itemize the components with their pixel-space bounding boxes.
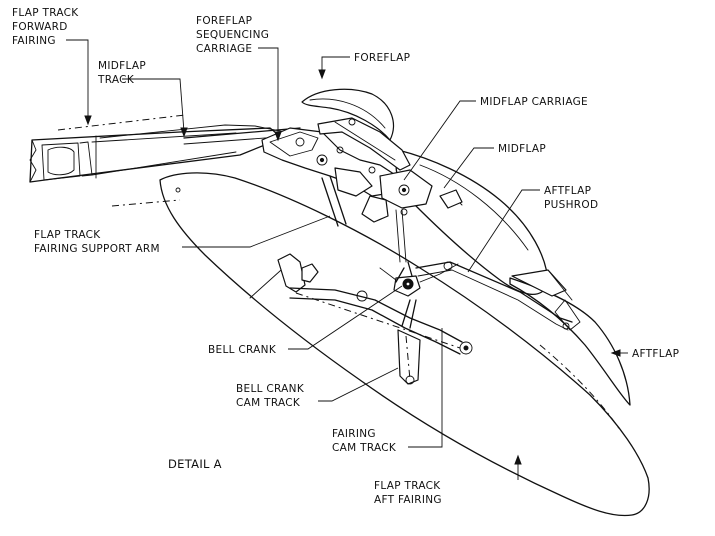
label-flap-track-forward-fairing: FLAP TRACK FORWARD FAIRING xyxy=(12,7,82,47)
label-fairing-cam-track: FAIRING CAM TRACK xyxy=(332,428,397,454)
forward-fairing-line xyxy=(99,124,286,139)
leader-lines xyxy=(66,39,628,480)
label-midflap: MIDFLAP xyxy=(498,143,546,155)
label-flap-track-aft-fairing: FLAP TRACK AFT FAIRING xyxy=(374,480,444,506)
wing-structure xyxy=(29,114,283,207)
bell-crank-assembly xyxy=(277,253,473,385)
aftflap-pushrod xyxy=(415,261,573,331)
label-bell-crank-cam-track: BELL CRANK CAM TRACK xyxy=(236,383,308,409)
label-aftflap: AFTFLAP xyxy=(632,348,679,360)
label-detail-a: DETAIL A xyxy=(168,457,222,471)
aftflap-shape xyxy=(509,269,631,406)
label-aftflap-pushrod: AFTFLAP PUSHROD xyxy=(544,185,598,211)
label-bell-crank: BELL CRANK xyxy=(208,344,277,356)
label-midflap-track: MIDFLAP TRACK xyxy=(97,60,150,86)
label-foreflap-sequencing-carriage: FOREFLAP SEQUENCING CARRIAGE xyxy=(196,15,273,55)
carriage-assembly xyxy=(261,117,463,223)
drawing xyxy=(29,88,650,517)
label-foreflap: FOREFLAP xyxy=(354,52,410,64)
fairing-support-arm xyxy=(321,175,408,263)
labels: FLAP TRACK FORWARD FAIRING MIDFLAP TRACK… xyxy=(12,7,679,506)
label-midflap-carriage: MIDFLAP CARRIAGE xyxy=(480,96,588,108)
midflap-track-rail xyxy=(183,127,301,139)
midflap-shape xyxy=(395,149,549,295)
label-flap-track-fairing-support-arm: FLAP TRACK FAIRING SUPPORT ARM xyxy=(34,229,160,255)
